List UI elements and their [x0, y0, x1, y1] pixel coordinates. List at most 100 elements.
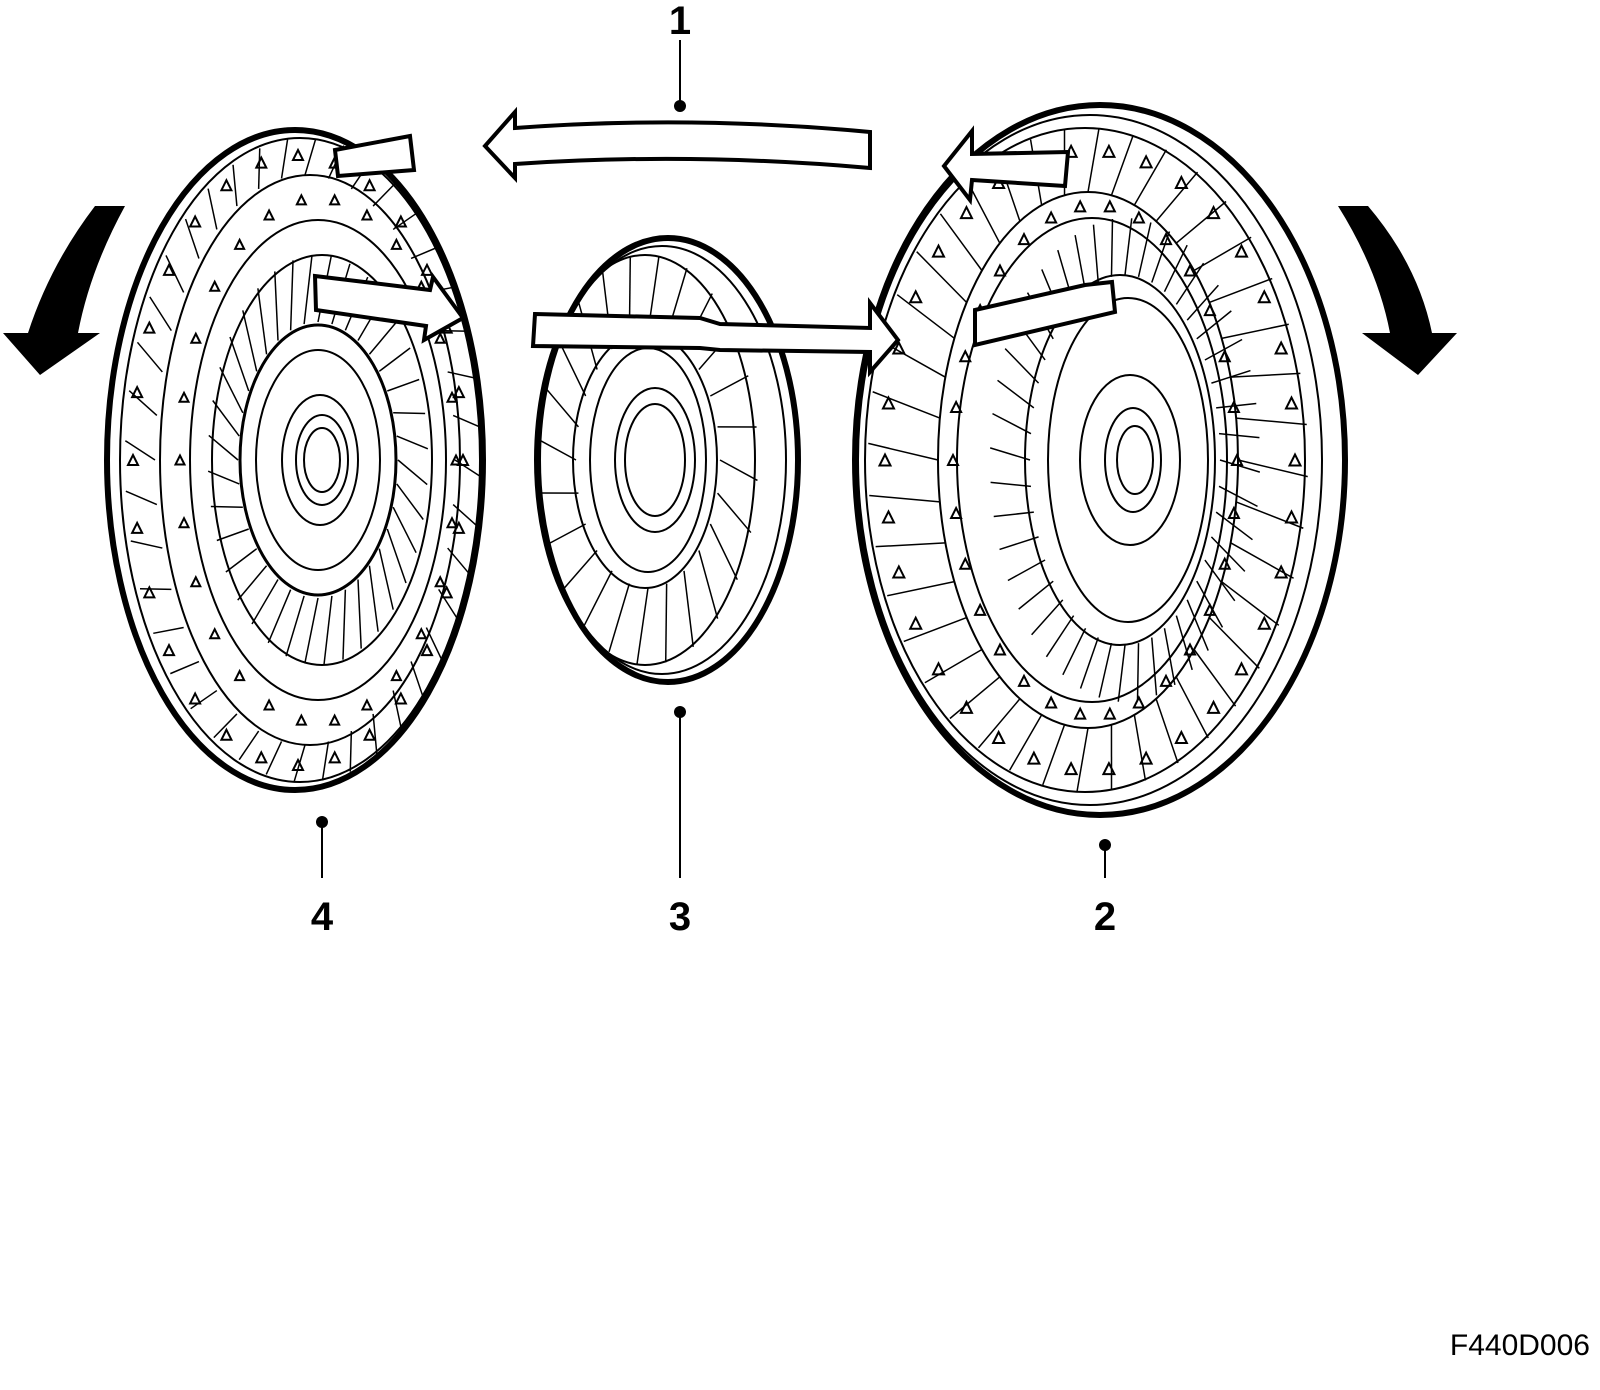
callout-3: 3 [669, 706, 691, 939]
rotation-arrow-icon [1338, 206, 1457, 375]
vane-line [323, 595, 333, 665]
vane-line [1218, 485, 1258, 508]
flow-arrow-icon [482, 106, 872, 184]
vane-line [538, 438, 577, 461]
vane-line [924, 648, 983, 684]
vane-line [896, 294, 955, 339]
vane-tooth [1063, 760, 1079, 776]
vane-tooth [1287, 452, 1303, 467]
vane-tooth [1227, 399, 1241, 413]
vane-line [1175, 615, 1193, 671]
vane-line [304, 138, 317, 176]
vane-line [1221, 581, 1280, 626]
pump-wheel [852, 102, 1348, 818]
vane-line [1235, 501, 1304, 529]
vane-line [447, 547, 474, 579]
vane-line [992, 412, 1032, 435]
vane-tooth [219, 727, 234, 741]
vane-tooth [1159, 673, 1173, 687]
vane-line [219, 366, 244, 414]
vane-line [190, 689, 218, 710]
vane-tooth [881, 395, 896, 410]
vane-line [977, 698, 1021, 749]
vane-line [1230, 372, 1301, 378]
vane-line [989, 447, 1031, 461]
vane-tooth [1218, 349, 1232, 363]
vane-line [342, 589, 347, 660]
vane-line [251, 579, 279, 625]
vane-line [875, 542, 946, 548]
vane-line [237, 565, 268, 601]
vane-tooth [1017, 231, 1031, 246]
vane-tooth [262, 698, 276, 711]
vane-line [454, 459, 486, 480]
vane-line [1004, 348, 1040, 384]
vane-line [425, 627, 445, 665]
vane-line [1076, 727, 1089, 792]
vane-line [1042, 724, 1066, 786]
vane-line [887, 580, 955, 597]
vane-tooth [1284, 509, 1299, 524]
vane-line [1196, 580, 1224, 628]
vane-tooth [946, 452, 960, 466]
vane-tooth [908, 289, 923, 304]
vane-line [1175, 200, 1227, 244]
vane-line [1062, 627, 1087, 676]
vane-line [208, 434, 239, 461]
vane-tooth [1044, 210, 1058, 224]
vane-tooth [177, 390, 191, 403]
vane-line [869, 494, 940, 503]
vane-tooth [452, 384, 466, 399]
stator-wheel [534, 235, 801, 685]
vane-tooth [189, 575, 202, 588]
vane-tooth [1218, 556, 1232, 570]
vane-line [1186, 599, 1209, 651]
vane-line [1133, 149, 1168, 206]
vane-tooth [262, 208, 276, 221]
vane-line [1215, 511, 1253, 541]
vane-tooth [177, 515, 191, 529]
vane-line [225, 548, 258, 573]
vane-line [1163, 628, 1176, 686]
vane-line [1117, 644, 1126, 702]
vane-tooth [233, 668, 246, 682]
vane-tooth [1234, 243, 1249, 258]
vane-tooth [1206, 204, 1221, 220]
vane-line [136, 341, 163, 373]
turbine-wheel [104, 127, 486, 793]
vane-line [212, 400, 240, 437]
rotation-arrow-icon [3, 206, 125, 375]
vane-line [392, 506, 417, 554]
vane-tooth [1132, 210, 1146, 224]
vane-tooth [142, 320, 156, 334]
vane-line [184, 218, 200, 259]
vane-tooth [219, 177, 234, 192]
vane-line [993, 511, 1034, 518]
flow-arrow-icon [973, 279, 1118, 348]
vane-line [257, 288, 268, 355]
vane-line [378, 548, 394, 610]
vane-line [698, 550, 719, 619]
vane-line [1092, 224, 1099, 283]
callout-1: 1 [669, 0, 691, 112]
vane-tooth [959, 204, 974, 220]
vane-tooth [1017, 673, 1031, 687]
vane-tooth [891, 340, 906, 355]
callout-number: 2 [1094, 895, 1116, 939]
vane-line [242, 310, 258, 372]
vane-line [396, 435, 429, 450]
vane-line [1221, 323, 1289, 340]
vane-line [636, 587, 649, 665]
vane-line [999, 536, 1039, 551]
vane-line [1136, 643, 1140, 701]
vane-line [447, 371, 480, 380]
vane-tooth [420, 262, 434, 276]
vane-line [1079, 637, 1099, 689]
vane-tooth [1206, 699, 1221, 714]
vane-line [452, 414, 485, 430]
vane-tooth [440, 585, 454, 599]
vane-tooth [445, 515, 459, 529]
vane-tooth [173, 453, 187, 466]
vane-tooth [415, 627, 428, 640]
vane-tooth [390, 237, 403, 250]
